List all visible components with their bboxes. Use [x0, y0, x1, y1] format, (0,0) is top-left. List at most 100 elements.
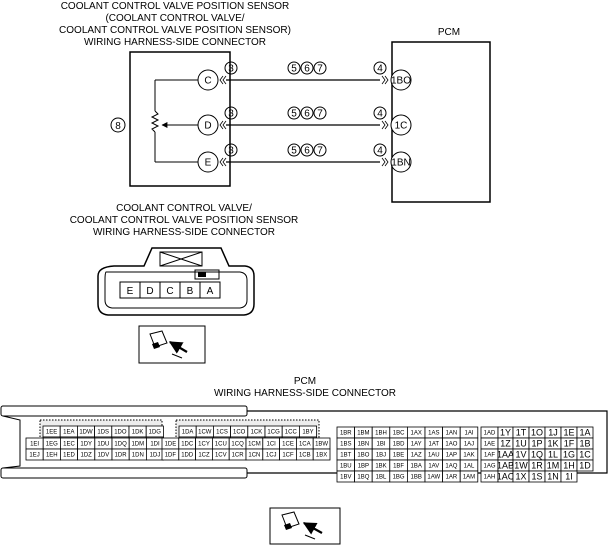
- callout-middle: 6: [304, 64, 310, 75]
- pcm-terminal-label: 1AZ: [411, 453, 422, 459]
- sensor-pin-circle: [197, 151, 219, 173]
- pcm-terminal-label: 1CU: [215, 442, 227, 448]
- callout-right: 4: [377, 64, 383, 75]
- pcm-terminal-label: 1B: [579, 439, 590, 449]
- pcm-terminal-label: 1AC: [497, 472, 515, 482]
- sensor-title-line: WIRING HARNESS-SIDE CONNECTOR: [84, 37, 266, 48]
- connector-title: COOLANT CONTROL VALVE/ COOLANT CONTROL V…: [70, 203, 299, 238]
- pcm-terminal-label: 1DK: [132, 430, 144, 436]
- pcm-terminal-label: 1AA: [497, 450, 514, 460]
- pcm-terminal-label: 1V: [515, 450, 526, 460]
- pcm-terminal-label: 1AW: [427, 475, 440, 481]
- pcm-terminal-label: 1DY: [80, 442, 92, 448]
- pcm-terminal-label: 1BC: [393, 431, 405, 437]
- potentiometer-symbol: [150, 79, 198, 163]
- pcm-terminal-label: 1BN: [358, 442, 370, 448]
- sensor-title-line: COOLANT CONTROL VALVE POSITION SENSOR: [61, 1, 290, 12]
- sensor-connector: [97, 247, 255, 316]
- pcm-terminal-label: 1CY: [198, 442, 210, 448]
- pcm-terminal-label: 1Q: [531, 450, 543, 460]
- callout-right: 4: [377, 146, 383, 157]
- pcm-terminal-label: 1CQ: [231, 442, 244, 448]
- pcm-terminal-label: 1DV: [98, 453, 110, 459]
- harness-view-icon: [138, 325, 206, 364]
- callout-left: 3: [228, 146, 234, 157]
- connector-title-line: COOLANT CONTROL VALVE/: [116, 203, 252, 214]
- pcm-terminal-label: 1BS: [340, 442, 351, 448]
- pcm-terminal-label: 1N: [547, 472, 559, 482]
- pcm-terminal-label: 1AG: [483, 464, 495, 470]
- pcm-terminal-label: 1DE: [165, 442, 177, 448]
- pcm-terminal-label: 1BB: [411, 475, 422, 481]
- pcm-terminal-label: 1ED: [63, 453, 75, 459]
- pcm-view-icon: [269, 507, 341, 545]
- sensor-pin-label: C: [204, 76, 211, 87]
- pcm-terminal-label: 1DG: [149, 430, 162, 436]
- pcm-terminal-label: 1CF: [282, 453, 294, 459]
- pcm-terminal-label: 1BY: [302, 430, 313, 436]
- pcm-terminal-cell: [459, 470, 479, 483]
- connector-title-line: COOLANT CONTROL VALVE POSITION SENSOR: [70, 215, 299, 226]
- sensor-title-line: (COOLANT CONTROL VALVE/: [105, 13, 244, 24]
- pcm-terminal-label: 1AH: [484, 475, 496, 481]
- callout-badge: [300, 106, 314, 120]
- pcm-terminal-label: 1CV: [215, 453, 227, 459]
- sensor-pin-circle: [197, 69, 219, 91]
- pcm-terminal-label: 1DI: [150, 442, 160, 448]
- pcm-terminal-label: 1A: [579, 428, 590, 438]
- pcm-terminal-label: 1H: [563, 461, 575, 471]
- callout-badge: [287, 106, 301, 120]
- pcm-terminal-label: 1EI: [30, 442, 39, 448]
- callout-badge: [373, 61, 387, 75]
- pcm-terminal-label: 1DR: [115, 453, 128, 459]
- callout-middle: 5: [291, 146, 297, 157]
- pcm-terminal-label: 1O: [531, 428, 543, 438]
- pcm-terminal-label: 1BA: [411, 464, 422, 470]
- pcm-terminal-label: 1EH: [46, 453, 58, 459]
- callout-badge: [287, 61, 301, 75]
- pcm-terminal-label: 1DQ: [114, 442, 127, 448]
- pcm-terminal-label: 1W: [514, 461, 528, 471]
- pcm-terminal-label: 1CM: [248, 442, 261, 448]
- callout-badge: [373, 106, 387, 120]
- pcm-terminal-label: 1S: [531, 472, 542, 482]
- sensor-pin-label: E: [205, 158, 212, 169]
- pcm-terminal-cell: [560, 470, 578, 483]
- pcm-terminal-label: 1BX: [316, 453, 327, 459]
- pcm-terminal-label: 1BI: [376, 442, 385, 448]
- pcm-terminal-label: 1AM: [463, 475, 475, 481]
- callout-badge: [224, 106, 238, 120]
- sensor-pin-label: D: [204, 121, 211, 132]
- sensor-title: COOLANT CONTROL VALVE POSITION SENSOR (C…: [59, 1, 291, 48]
- pcm-terminal-label: 1L: [548, 450, 558, 460]
- pcm-terminal-label: 1BJ: [376, 453, 386, 459]
- connector-terminal-label: E: [127, 286, 134, 297]
- pcm-terminal-label: 1AE: [484, 442, 495, 448]
- pcm-terminal-label: 1EJ: [29, 453, 39, 459]
- pcm-terminal-label: 1U: [515, 439, 527, 449]
- pcm-terminal-label: 1AS: [428, 431, 439, 437]
- pcm-terminal-label: 1D: [579, 461, 591, 471]
- callout-sensor: 8: [115, 121, 121, 132]
- pcm-terminal-label: 1X: [515, 472, 526, 482]
- pcm-terminal-label: 1M: [547, 461, 560, 471]
- callout-left: 3: [228, 109, 234, 120]
- callout-badge: [224, 61, 238, 75]
- pcm-terminal-label: 1K: [547, 439, 558, 449]
- pcm-terminal-label: 1DA: [182, 430, 194, 436]
- pcm-terminal-label: 1AL: [464, 464, 475, 470]
- callout-middle: 6: [304, 109, 310, 120]
- pcm-terminal-label: 1CC: [285, 430, 298, 436]
- pcm-terminal-label: 1CA: [299, 442, 311, 448]
- callout-middle: 5: [291, 64, 297, 75]
- callout-badge: [300, 143, 314, 157]
- callout-middle: 7: [317, 109, 323, 120]
- pcm-terminal-label: 1DF: [165, 453, 177, 459]
- pcm-terminal-label: 1CJ: [266, 453, 277, 459]
- pcm-terminal-label: 1DM: [131, 442, 144, 448]
- pcm-terminals: 1EE1EA1DW1DS1DO1DK1DG1EF1EB1DX1DT1DP1DL1…: [25, 425, 594, 483]
- pcm-terminal-label: 1AU: [428, 453, 440, 459]
